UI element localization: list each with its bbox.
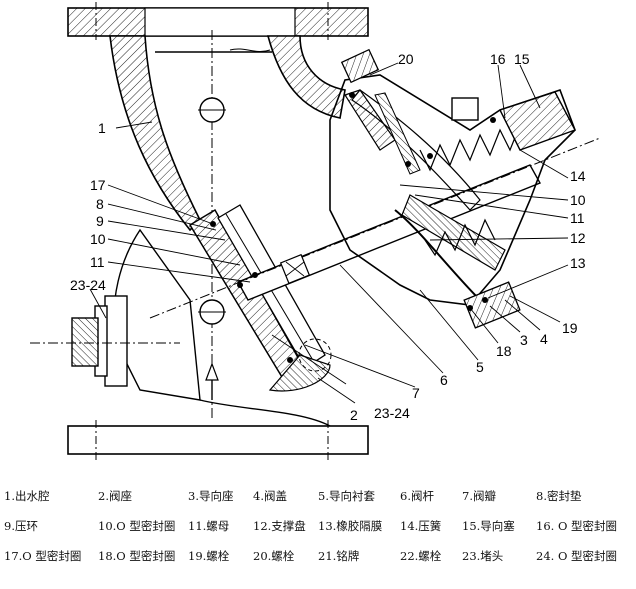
flow-direction-arrow [205, 362, 219, 400]
guide-plug [210, 91, 576, 363]
callout-8: 8 [96, 196, 104, 212]
legend-item: 6.阀杆 [400, 489, 434, 503]
legend-row-3: 17.O 型密封圈 18.O 型密封圈 19.螺栓 20.螺栓 21.铭牌 22… [0, 548, 636, 578]
legend-item: 2.阀座 [98, 489, 132, 503]
legend-item: 1.出水腔 [4, 489, 50, 503]
legend-item: 5.导向衬套 [318, 489, 375, 503]
legend-item: 3.导向座 [188, 489, 234, 503]
callout-23-24-bottom: 23-24 [374, 405, 410, 421]
callout-1: 1 [98, 120, 106, 136]
legend-item: 8.密封垫 [536, 489, 582, 503]
callout-labels: 1 17 8 9 10 11 23-24 2 23-24 7 6 5 18 3 … [70, 51, 586, 423]
legend-item: 23.堵头 [462, 549, 504, 563]
callout-7: 7 [412, 385, 420, 401]
callout-3: 3 [520, 332, 528, 348]
parts-legend: 1.出水腔 2.阀座 3.导向座 4.阀盖 5.导向衬套 6.阀杆 7.阀瓣 8… [0, 488, 636, 584]
callout-18: 18 [496, 343, 512, 359]
callout-19: 19 [562, 320, 578, 336]
valve-cross-section-drawing: 1 17 8 9 10 11 23-24 2 23-24 7 6 5 18 3 … [30, 2, 601, 462]
callout-23-24-left: 23-24 [70, 277, 106, 293]
outlet-body [109, 35, 346, 232]
callout-4: 4 [540, 331, 548, 347]
legend-item: 7.阀瓣 [462, 489, 496, 503]
callout-6: 6 [440, 372, 448, 388]
legend-item: 13.橡胶隔膜 [318, 519, 383, 533]
legend-item: 11.螺母 [188, 519, 230, 533]
callout-2: 2 [350, 407, 358, 423]
callout-13: 13 [570, 255, 586, 271]
diaphragm-spring [394, 124, 521, 301]
legend-row-1: 1.出水腔 2.阀座 3.导向座 4.阀盖 5.导向衬套 6.阀杆 7.阀瓣 8… [0, 488, 636, 518]
legend-item: 18.O 型密封圈 [98, 549, 176, 563]
legend-item: 19.螺栓 [188, 549, 230, 563]
legend-item: 10.O 型密封圈 [98, 519, 176, 533]
legend-item: 17.O 型密封圈 [4, 549, 82, 563]
callout-16: 16 [490, 51, 506, 67]
callout-9: 9 [96, 213, 104, 229]
valve-stem [149, 137, 601, 319]
outlet-top-flange [67, 2, 369, 40]
legend-item: 20.螺栓 [253, 549, 295, 563]
legend-item: 14.压簧 [400, 519, 442, 533]
callout-20: 20 [398, 51, 414, 67]
callout-14: 14 [570, 168, 586, 184]
legend-item: 4.阀盖 [253, 489, 287, 503]
legend-item: 16. O 型密封圈 [536, 519, 618, 533]
legend-item: 22.螺栓 [400, 549, 442, 563]
legend-row-2: 9.压环 10.O 型密封圈 11.螺母 12.支撑盘 13.橡胶隔膜 14.压… [0, 518, 636, 548]
legend-item: 9.压环 [4, 519, 38, 533]
legend-item: 12.支撑盘 [253, 519, 306, 533]
callout-12: 12 [570, 230, 586, 246]
legend-item: 15.导向塞 [462, 519, 515, 533]
callout-17: 17 [90, 177, 106, 193]
legend-item: 21.铭牌 [318, 549, 360, 563]
callout-10-left: 10 [90, 231, 106, 247]
callout-15: 15 [514, 51, 530, 67]
bottom-flange [67, 399, 369, 462]
legend-item: 24. O 型密封圈 [536, 549, 618, 563]
callout-5: 5 [476, 359, 484, 375]
callout-11-left: 11 [90, 254, 105, 270]
inlet-side-body [30, 228, 201, 401]
leader-lines [89, 62, 569, 404]
seat-disc-assembly [188, 204, 332, 392]
callout-10-right: 10 [570, 192, 586, 208]
callout-11-right: 11 [570, 210, 585, 226]
bonnet-cover [329, 48, 576, 306]
